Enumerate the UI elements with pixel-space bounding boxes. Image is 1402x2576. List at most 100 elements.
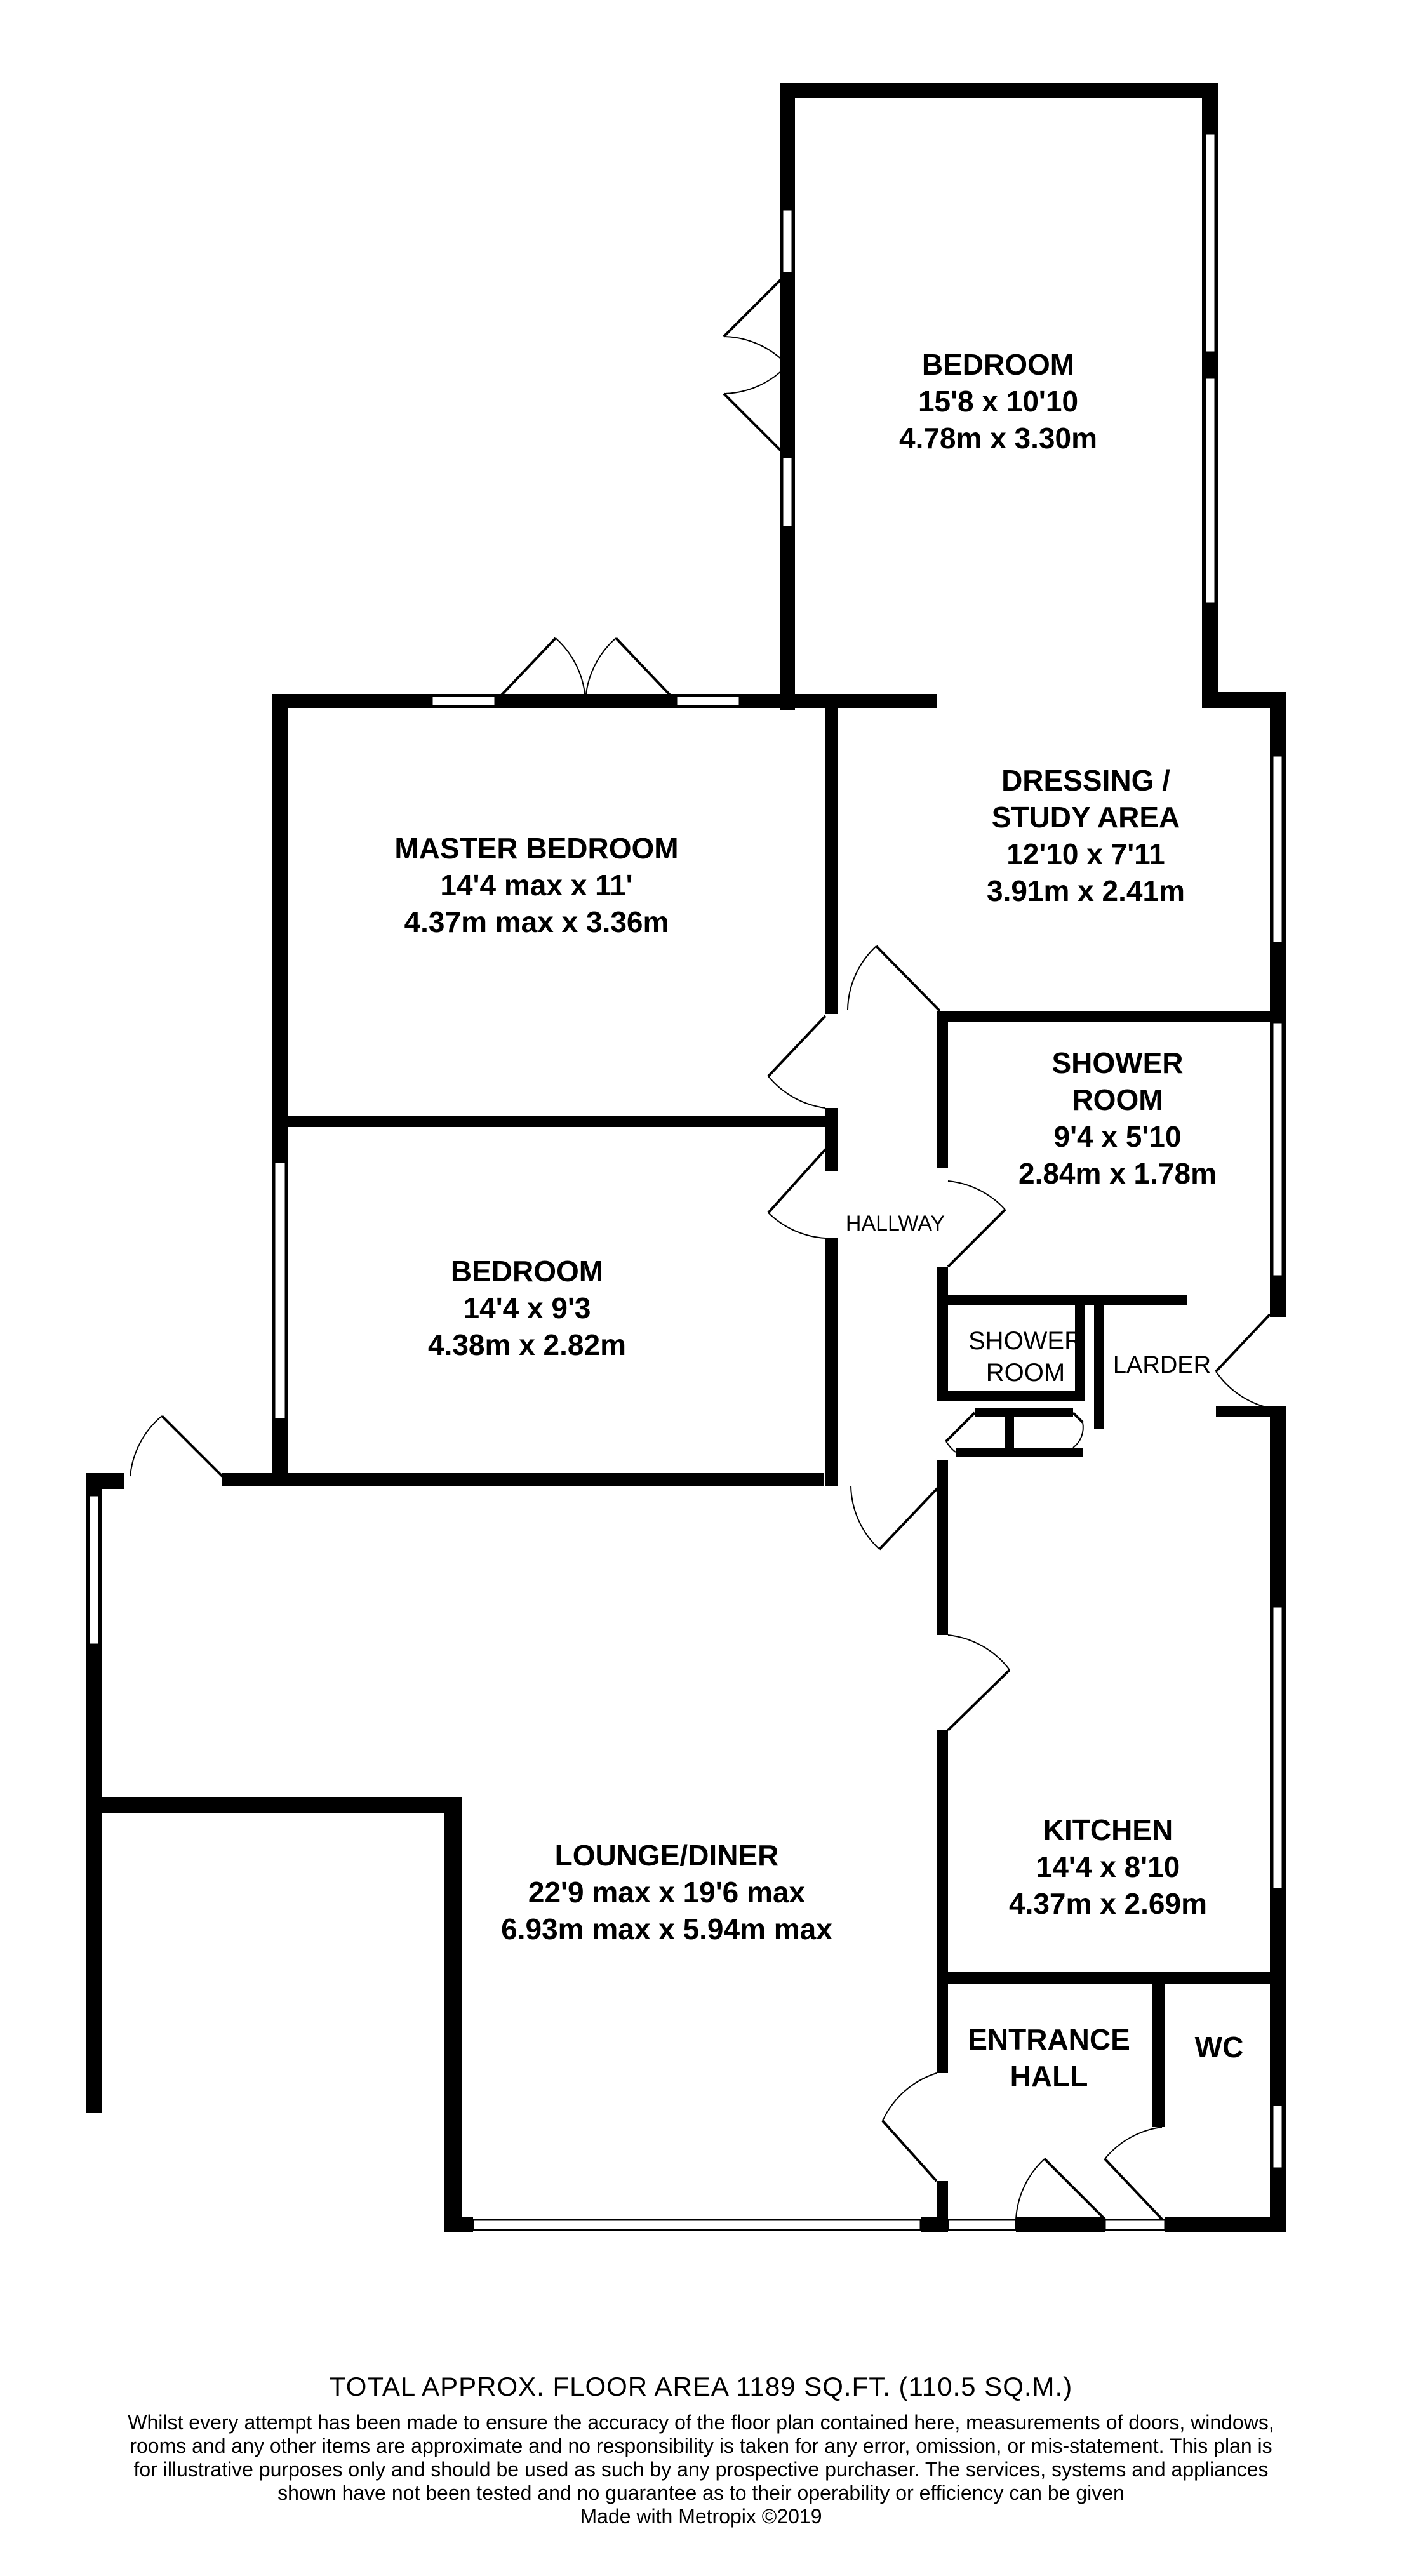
windows	[88, 132, 1284, 2231]
window-wc-south	[1104, 2219, 1166, 2231]
room-lounge-metric: 6.93m max x 5.94m max	[501, 1912, 832, 1945]
window-top-bedroom-right-upper	[1204, 132, 1217, 354]
door-leaf	[767, 1148, 827, 1214]
door-leaf	[1215, 1313, 1271, 1373]
room-entrance-name-line2: HALL	[1010, 2060, 1088, 2093]
room-entrance-name-line1: ENTRANCE	[968, 2023, 1130, 2056]
wall-cupboard-top	[975, 1408, 1073, 1417]
wall-top-bedroom-left	[780, 83, 795, 710]
wall-shower-top	[937, 1011, 1283, 1022]
window-dressing-east	[1271, 754, 1284, 944]
door-leaf	[947, 1208, 1006, 1268]
room-shower-imperial: 9'4 x 5'10	[1054, 1120, 1182, 1153]
window-master-top-left	[431, 695, 497, 707]
wall-larder-bottom	[1216, 1406, 1286, 1417]
wall-wc-bottom	[1165, 2217, 1286, 2232]
door-swing	[947, 1634, 1010, 1671]
door-swing	[850, 1485, 880, 1550]
room-bedroom-top-metric: 4.78m x 3.30m	[899, 422, 1097, 455]
door-swing	[882, 2072, 937, 2121]
door-swing	[1072, 1422, 1084, 1448]
wall-hall-right-upper	[937, 1011, 948, 1168]
wall-larder-left	[1094, 1295, 1104, 1429]
wall-lounge-bottom-left	[444, 2217, 473, 2232]
door-swing	[768, 1212, 826, 1239]
room-lounge-name: LOUNGE/DINER	[555, 1839, 779, 1872]
window-kitchen-east	[1271, 1605, 1284, 1890]
wall-cupboard-bottom	[956, 1448, 1083, 1457]
wall-hall-right-lower	[937, 1267, 948, 1400]
wall-lounge-bottom-right	[921, 2217, 948, 2232]
door-leaf	[723, 392, 789, 458]
doors	[130, 272, 1271, 2220]
door-swing	[555, 637, 586, 702]
room-dressing-imperial: 12'10 x 7'11	[1006, 838, 1165, 871]
wall-master-bedroom-divider	[279, 1116, 838, 1127]
wall-kitchen-bottom	[937, 1972, 1286, 1984]
room-master-metric: 4.37m max x 3.36m	[404, 905, 669, 938]
door-swing	[847, 945, 877, 1010]
room-shower-small-name-line2: ROOM	[986, 1359, 1065, 1387]
room-lounge-imperial: 22'9 max x 19'6 max	[528, 1876, 806, 1909]
wall-kitchen-left-lower	[937, 1730, 948, 1978]
room-bedroom-mid-imperial: 14'4 x 9'3	[464, 1291, 591, 1325]
room-shower-metric: 2.84m x 1.78m	[1018, 1157, 1217, 1190]
door-leaf	[1072, 1411, 1084, 1424]
room-shower-name-line2: ROOM	[1072, 1083, 1163, 1116]
door-swing	[768, 1076, 826, 1109]
room-bedroom-mid-metric: 4.38m x 2.82m	[428, 1328, 626, 1361]
total-floor-area: TOTAL APPROX. FLOOR AREA 1189 SQ.FT. (11…	[329, 2372, 1073, 2401]
window-shower-east	[1271, 1021, 1284, 1278]
room-dressing-name-line1: DRESSING /	[1001, 764, 1170, 797]
wall-bedroom-bottom	[222, 1473, 824, 1486]
wall-lounge-step-down	[444, 1797, 462, 2232]
room-larder-name: LARDER	[1113, 1352, 1211, 1378]
door-leaf	[947, 1669, 1011, 1732]
room-bedroom-top-imperial: 15'8 x 10'10	[918, 385, 1078, 418]
door-swing	[1015, 2158, 1045, 2220]
wall-lounge-step	[86, 1797, 462, 1813]
door-leaf	[1043, 2158, 1106, 2220]
window-lounge-west	[88, 1494, 100, 1646]
wall-top-bedroom-top	[780, 83, 1218, 98]
door-leaf	[945, 1411, 976, 1443]
door-swing	[1104, 2126, 1163, 2159]
room-shower-name-line1: SHOWER	[1052, 1046, 1184, 1079]
wall-entrance-left-upper	[937, 1972, 948, 2073]
window-wc-east	[1271, 2104, 1284, 2170]
door-leaf	[878, 1485, 941, 1551]
wall-cupboard-divider	[1005, 1408, 1014, 1456]
room-shower-small-name-line1: SHOWER	[968, 1327, 1083, 1355]
door-swing	[945, 1441, 956, 1453]
door-leaf	[494, 637, 557, 703]
room-kitchen-name: KITCHEN	[1043, 1813, 1173, 1846]
window-top-bedroom-right-lower	[1204, 377, 1217, 604]
window-lounge-south	[472, 2219, 922, 2231]
room-kitchen-metric: 4.37m x 2.69m	[1009, 1887, 1207, 1920]
door-leaf	[161, 1415, 224, 1478]
room-master-imperial: 14'4 max x 11'	[440, 869, 632, 902]
door-swing	[585, 637, 617, 702]
wall-small-shower-bottom	[937, 1391, 1085, 1401]
wall-small-shower-right	[1075, 1295, 1085, 1400]
door-leaf	[723, 272, 789, 338]
door-leaf	[767, 1015, 827, 1078]
door-leaf	[615, 637, 678, 703]
wall-bedroom-right-lower	[825, 1238, 838, 1486]
footer: TOTAL APPROX. FLOOR AREA 1189 SQ.FT. (11…	[0, 2372, 1402, 2528]
room-bedroom-mid-name: BEDROOM	[451, 1255, 603, 1288]
room-wc-name: WC	[1195, 2031, 1244, 2064]
door-swing	[723, 336, 788, 366]
wall-entrance-bottom-mid	[1016, 2217, 1105, 2232]
door-leaf	[881, 2119, 938, 2182]
room-bedroom-top-name: BEDROOM	[922, 348, 1074, 381]
wall-wc-left	[1152, 1972, 1165, 2127]
room-master-name: MASTER BEDROOM	[394, 832, 678, 865]
metropix-credit: Made with Metropix ©2019	[580, 2505, 822, 2528]
room-kitchen-imperial: 14'4 x 8'10	[1036, 1850, 1180, 1883]
wall-master-right-upper	[825, 702, 838, 1014]
wall-shower-bottom	[937, 1295, 1187, 1305]
window-master-top-right	[675, 695, 741, 707]
door-leaf	[1104, 2158, 1163, 2220]
window-top-bedroom-lower-left	[781, 456, 794, 528]
